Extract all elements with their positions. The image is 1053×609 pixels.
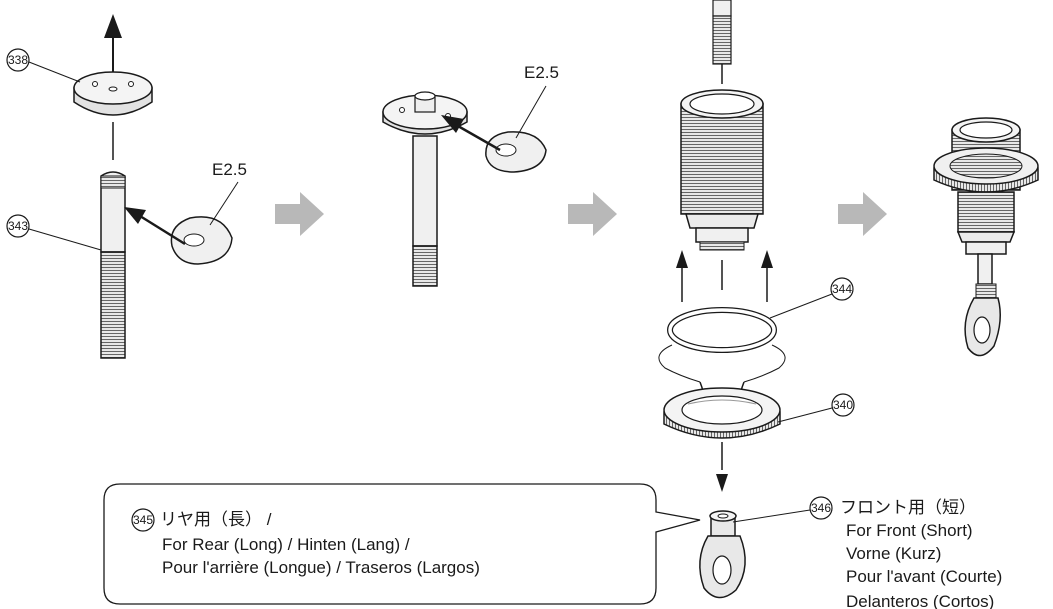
insert-arrow-2-icon <box>441 115 501 152</box>
next-step-arrow-1-icon <box>275 192 324 236</box>
next-step-arrow-3-icon <box>838 192 887 236</box>
rear-note-box: 345 <box>103 483 701 605</box>
next-step-arrow-2-icon <box>568 192 617 236</box>
assembled-shock <box>933 117 1039 357</box>
step2-group: E2.5 <box>382 63 559 287</box>
rear-note-line1: リヤ用（長） / <box>160 510 272 529</box>
o-ring-344 <box>667 307 777 353</box>
shaft-343 <box>100 171 126 359</box>
svg-text:344: 344 <box>832 282 852 296</box>
front-note-line2: For Front (Short) <box>846 521 973 540</box>
front-note-line4: Pour l'avant (Courte) <box>846 567 1003 586</box>
clip-label-1: E2.5 <box>212 160 247 179</box>
e-clip-2 <box>485 131 547 173</box>
rear-note-line2: For Rear (Long) / Hinten (Lang) / <box>162 535 410 554</box>
front-note-line1: フロント用（短） <box>840 498 976 517</box>
svg-text:338: 338 <box>8 53 28 67</box>
collar-340 <box>663 387 781 439</box>
step3-group: 344 340 346 <box>658 0 855 599</box>
front-note-line5: Delanteros (Cortos) <box>846 592 995 609</box>
callout-338: 338 <box>6 48 81 83</box>
callout-343: 343 <box>6 214 102 251</box>
front-note-line3: Vorne (Kurz) <box>846 544 942 563</box>
callout-345-label: 345 <box>133 513 153 527</box>
clip-label-2: E2.5 <box>524 63 559 82</box>
callout-340: 340 <box>777 393 855 423</box>
svg-text:343: 343 <box>8 219 28 233</box>
rear-note-line3: Pour l'arrière (Longue) / Traseros (Larg… <box>162 558 480 577</box>
step1-group: 338 343 E2.5 <box>6 14 247 359</box>
e-clip-1 <box>170 216 233 265</box>
shock-body <box>680 89 764 251</box>
svg-text:346: 346 <box>811 501 831 515</box>
callout-344: 344 <box>769 277 854 319</box>
callout-346: 346 <box>732 496 833 523</box>
svg-text:340: 340 <box>833 398 853 412</box>
rod-end-346 <box>699 510 746 599</box>
callout-345 <box>131 508 155 532</box>
insert-arrow-1-icon <box>124 207 186 246</box>
up-arrows-icon <box>676 250 773 302</box>
piston-338 <box>73 71 153 116</box>
